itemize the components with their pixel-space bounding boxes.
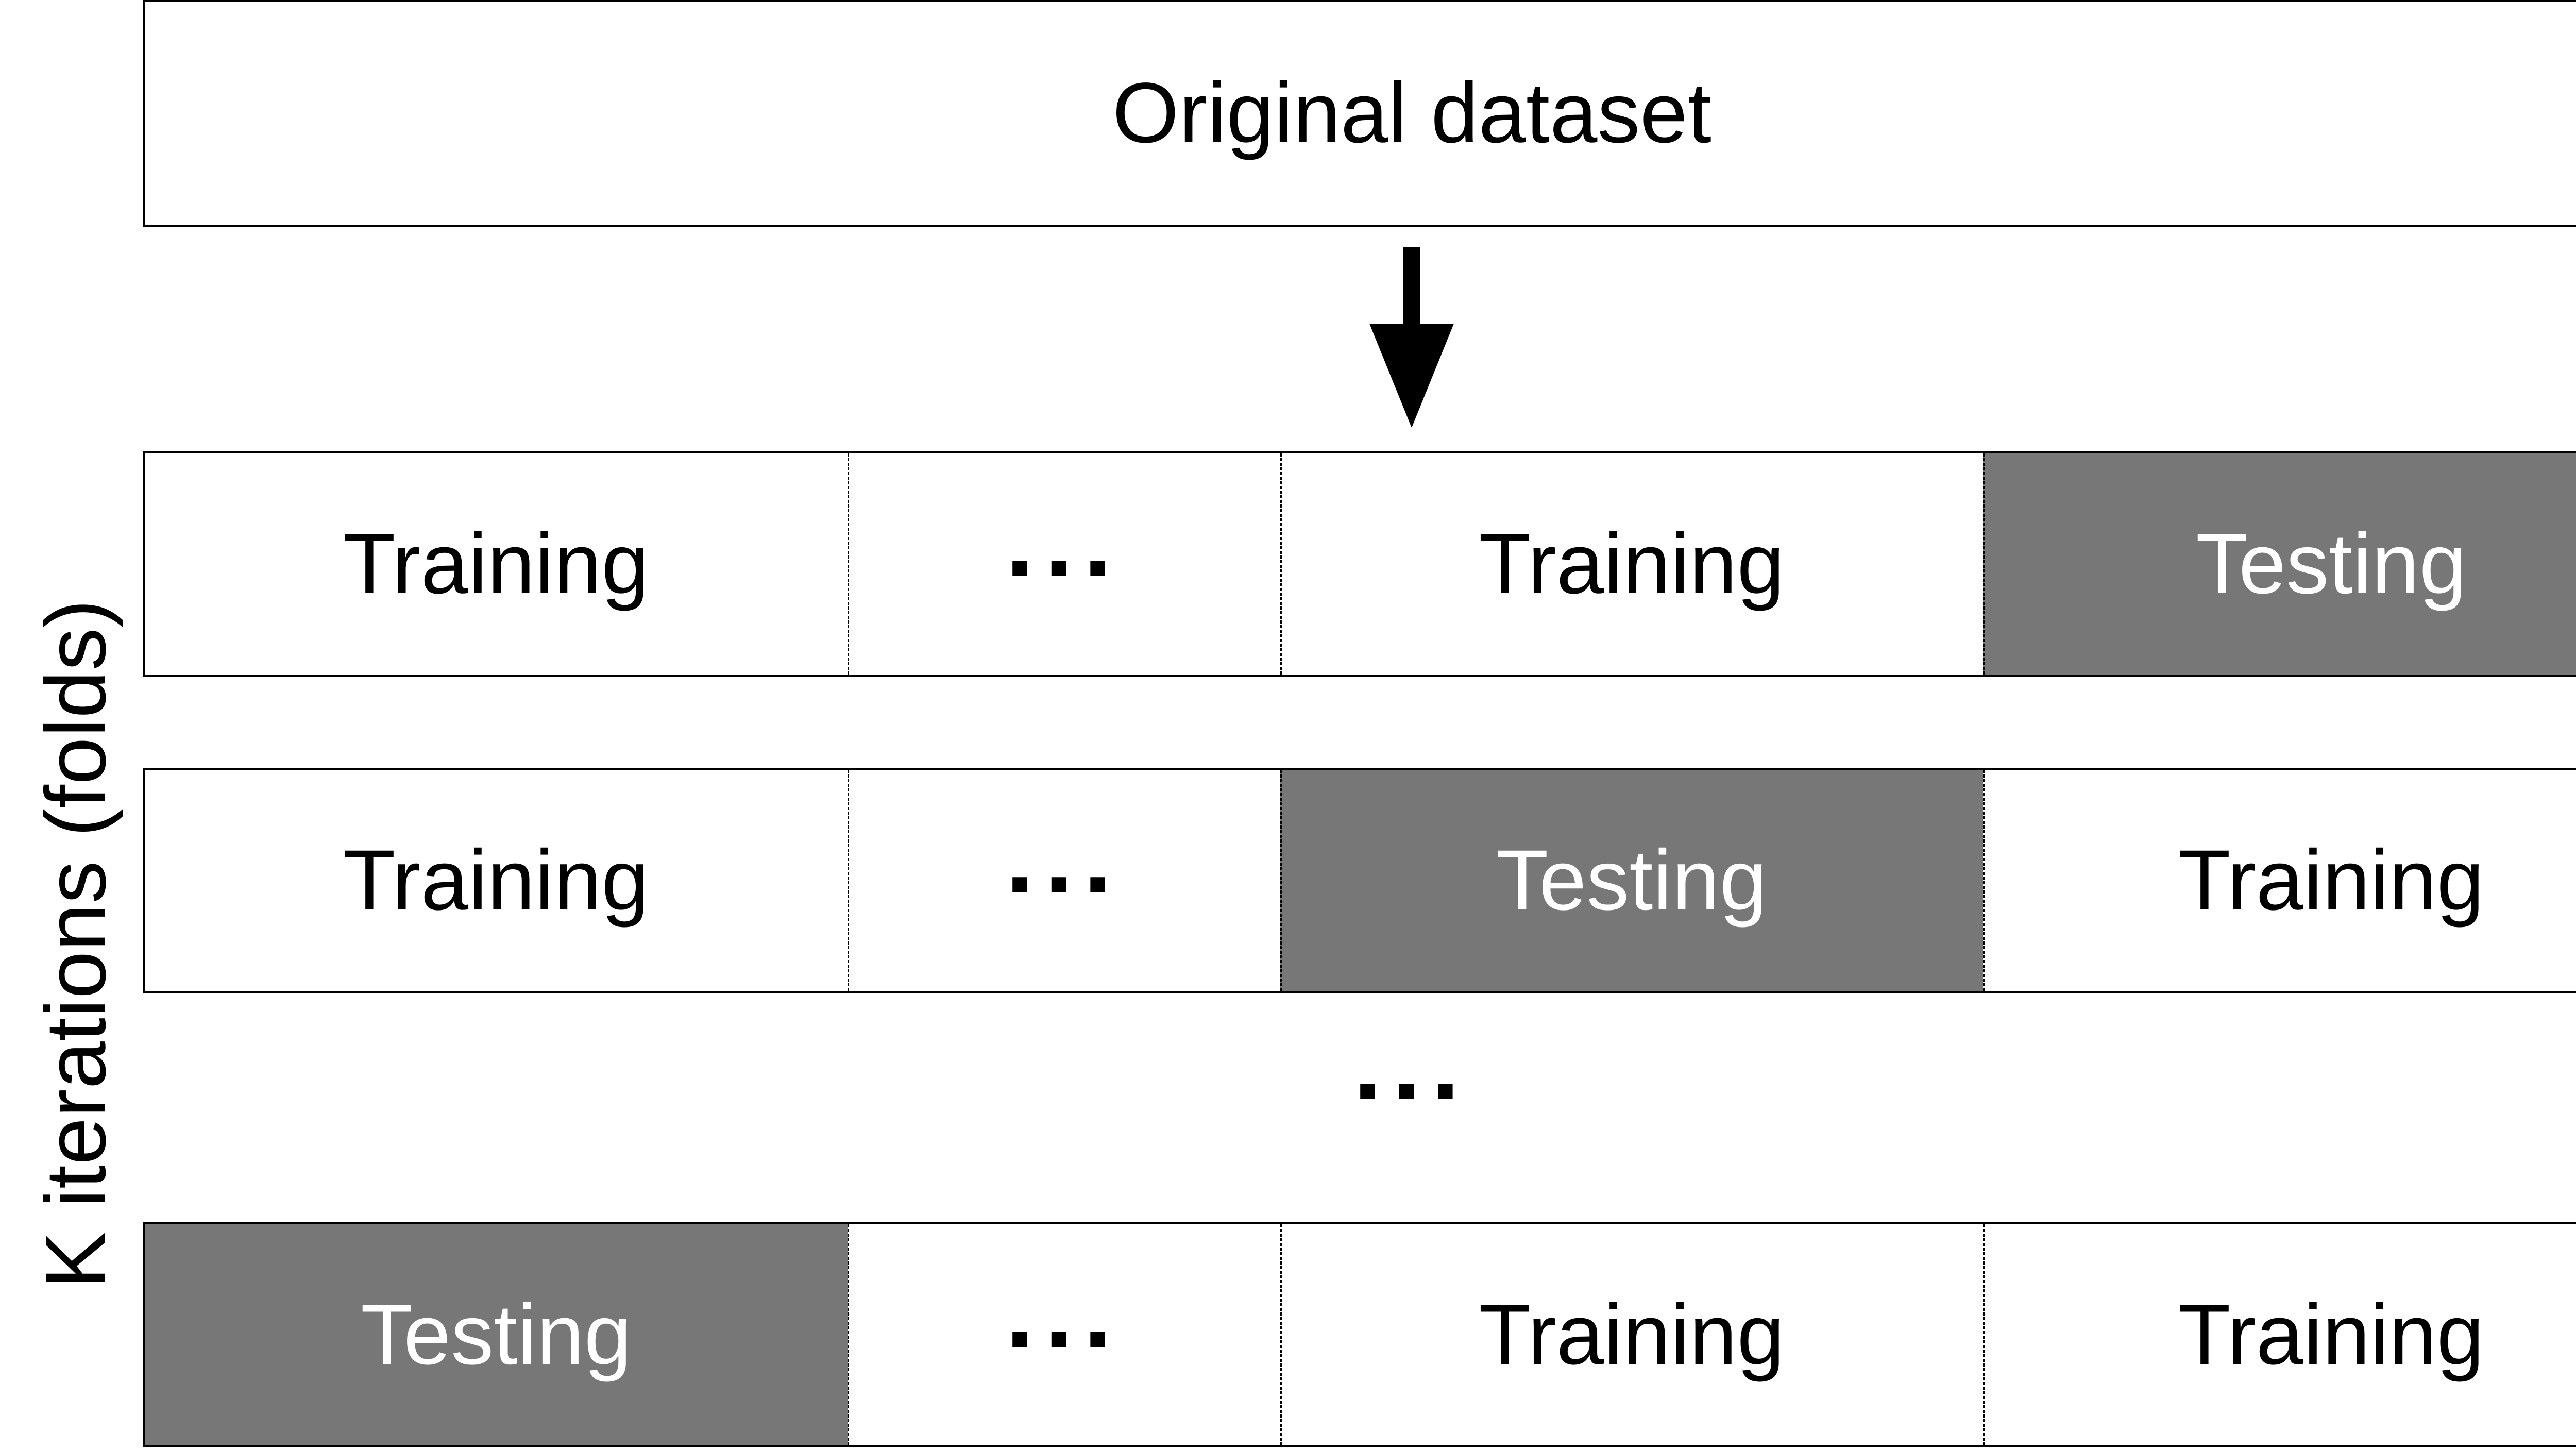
fold-cell: Training <box>145 453 848 675</box>
fold-row-3: Testing ... Training Training <box>143 1222 2576 1447</box>
fold-divider <box>848 1224 849 1445</box>
original-dataset-label: Original dataset <box>1112 65 1711 161</box>
fold-row-2: Training ... Testing Training <box>143 768 2576 993</box>
fold-cell: Testing <box>145 1224 848 1445</box>
arrow-head <box>1369 324 1454 428</box>
fold-cell-label: Training <box>343 832 649 928</box>
between-rows-ellipsis-label: ... <box>1353 1006 1470 1121</box>
between-rows-ellipsis: ... <box>1340 1006 1484 1139</box>
fold-divider <box>1983 453 1985 675</box>
fold-cell: Testing <box>1280 770 1983 991</box>
fold-divider <box>848 453 849 675</box>
fold-divider <box>1280 453 1282 675</box>
fold-cell: ... <box>848 770 1280 991</box>
fold-cell: ... <box>848 453 1280 675</box>
fold-cell-label: Training <box>1479 1287 1785 1383</box>
fold-cell: Training <box>1280 1224 1983 1445</box>
original-dataset-box: Original dataset <box>143 0 2576 227</box>
ellipsis-label: ... <box>1005 1254 1123 1369</box>
fold-divider <box>1280 770 1282 991</box>
fold-divider <box>848 770 849 991</box>
fold-cell-label: Training <box>2178 1287 2484 1383</box>
fold-cell-label: Training <box>1479 516 1785 612</box>
ellipsis-label: ... <box>1005 483 1123 598</box>
fold-row-1: Training ... Training Testing <box>143 451 2576 677</box>
k-iterations-label: K iterations (folds) <box>28 599 124 1289</box>
fold-cell-label: Training <box>343 516 649 612</box>
fold-cell-label: Training <box>2178 832 2484 928</box>
fold-cell: Training <box>145 770 848 991</box>
fold-cell-label: Testing <box>2196 516 2467 612</box>
fold-divider <box>1983 1224 1985 1445</box>
fold-cell: Training <box>1983 770 2576 991</box>
fold-divider <box>1280 1224 1282 1445</box>
fold-cell: Testing <box>1983 453 2576 675</box>
ellipsis-label: ... <box>1005 799 1123 915</box>
fold-cell-label: Testing <box>361 1287 632 1383</box>
fold-divider <box>1983 770 1985 991</box>
fold-cell: Training <box>1983 1224 2576 1445</box>
fold-cell: ... <box>848 1224 1280 1445</box>
fold-cell-label: Testing <box>1496 832 1767 928</box>
fold-cell: Training <box>1280 453 1983 675</box>
